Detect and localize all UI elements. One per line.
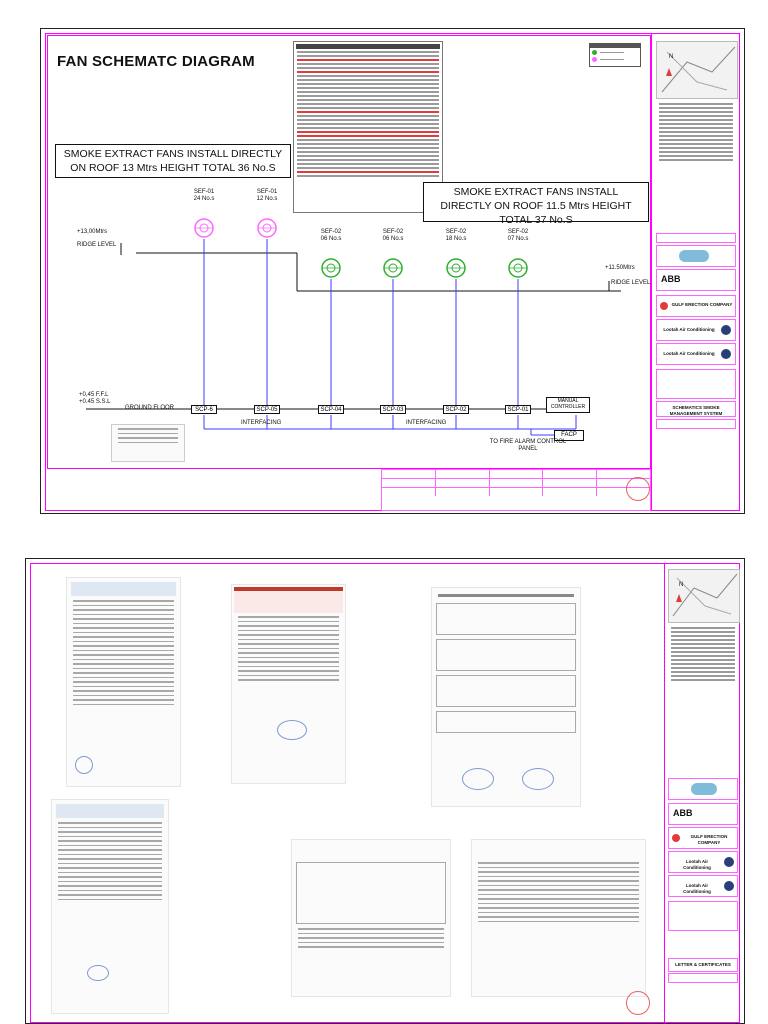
fan-icon <box>256 217 278 239</box>
svg-text:N: N <box>669 54 673 60</box>
certificate-document-1 <box>431 587 581 807</box>
consultant-logo-box <box>668 778 738 800</box>
contractor-box-2: Lootah Air Conditioning <box>668 851 738 873</box>
fan-icon <box>320 257 342 279</box>
sheet-frame <box>30 563 740 1023</box>
legend-box <box>589 43 641 67</box>
contractor-box-1: GULF ERECTION COMPANY <box>668 827 738 849</box>
diagram-title: FAN SCHEMATC DIAGRAM <box>57 53 255 70</box>
letter-document-1 <box>66 577 181 787</box>
certificate-document-2 <box>291 839 451 997</box>
ssl-label: +0.45 S.S.L <box>79 399 111 405</box>
fan-icon <box>507 257 529 279</box>
title-block-row <box>656 233 736 243</box>
callout-left: SMOKE EXTRACT FANS INSTALL DIRECTLY ON R… <box>55 144 291 178</box>
drawing-title-box: LETTER & CERTIFICATES <box>668 958 738 972</box>
certificate-document-3 <box>471 839 646 997</box>
fire-alarm-label: TO FIRE ALARM CONTROL PANEL <box>489 439 567 452</box>
scp-panel: SCP-05 <box>254 405 280 414</box>
drawing-sheet-letters-certificates: N ABB GULF ERECTION COMPANY Lootah Air C… <box>25 558 745 1024</box>
consultant-logo-box <box>656 245 736 267</box>
level-left-value: +13,00Mtrs <box>77 229 108 235</box>
title-block-notes <box>668 625 738 745</box>
drawing-sheet-fan-schematic: FAN SCHEMATC DIAGRAM SMOKE EXTRACT FANS … <box>40 28 745 514</box>
approval-stamp <box>626 477 650 501</box>
scp-panel: SCP-04 <box>318 405 344 414</box>
drawing-number-box <box>668 973 738 983</box>
spec-sheet-thumbnail <box>111 424 185 462</box>
scp-panel: SCP-03 <box>380 405 406 414</box>
interfacing-label-1: INTERFACING <box>241 420 282 426</box>
title-block: N ABB GULF ERECTION COMPANY Lootah Air C… <box>651 33 741 511</box>
abb-logo-box: ABB <box>668 803 738 825</box>
letter-document-2 <box>231 584 346 784</box>
interfacing-label-2: INTERFACING <box>406 420 447 426</box>
facp-box: FACP <box>554 430 584 441</box>
drawing-area <box>47 35 651 469</box>
ridge-level-right: RIDGE LEVEL <box>611 280 651 286</box>
drawing-number-box <box>656 419 736 429</box>
fan-icon <box>445 257 467 279</box>
title-block-info <box>668 901 738 931</box>
revision-table <box>381 469 651 511</box>
approval-stamp <box>626 991 650 1015</box>
fan-icon <box>382 257 404 279</box>
ffl-label: +0,45 F.F.L <box>79 392 109 398</box>
fan-icon <box>193 217 215 239</box>
contractor-box-1: GULF ERECTION COMPANY <box>656 295 736 317</box>
svg-text:N: N <box>679 582 683 588</box>
scp-panel: SCP-01 <box>505 405 531 414</box>
abb-logo-box: ABB <box>656 269 736 291</box>
title-block-info <box>656 369 736 399</box>
ridge-level-left: RIDGE LEVEL <box>77 242 117 248</box>
title-block: N ABB GULF ERECTION COMPANY Lootah Air C… <box>664 563 741 1023</box>
contractor-box-3: Lootah Air Conditioning <box>656 343 736 365</box>
location-map: N <box>656 41 738 99</box>
general-notes-block <box>293 41 443 213</box>
ground-floor-label: GROUND FLOOR <box>125 405 175 411</box>
contractor-box-3: Lootah Air Conditioning <box>668 875 738 897</box>
scp-panel: SCP-6 <box>191 405 217 414</box>
callout-right: SMOKE EXTRACT FANS INSTALL DIRECTLY ON R… <box>423 182 649 226</box>
scp-panel: SCP-02 <box>443 405 469 414</box>
letter-document-3 <box>51 799 169 1014</box>
title-block-notes <box>656 101 736 221</box>
manual-controller-box: MANUAL CONTROLLER <box>546 397 590 413</box>
contractor-box-2: Lootah Air Conditioning <box>656 319 736 341</box>
drawing-title-box: SCHEMATICS SMOKE MANAGEMENT SYSTEM <box>656 401 736 417</box>
level-right-value: +11.50Mtrs <box>605 265 635 271</box>
location-map: N <box>668 569 740 623</box>
